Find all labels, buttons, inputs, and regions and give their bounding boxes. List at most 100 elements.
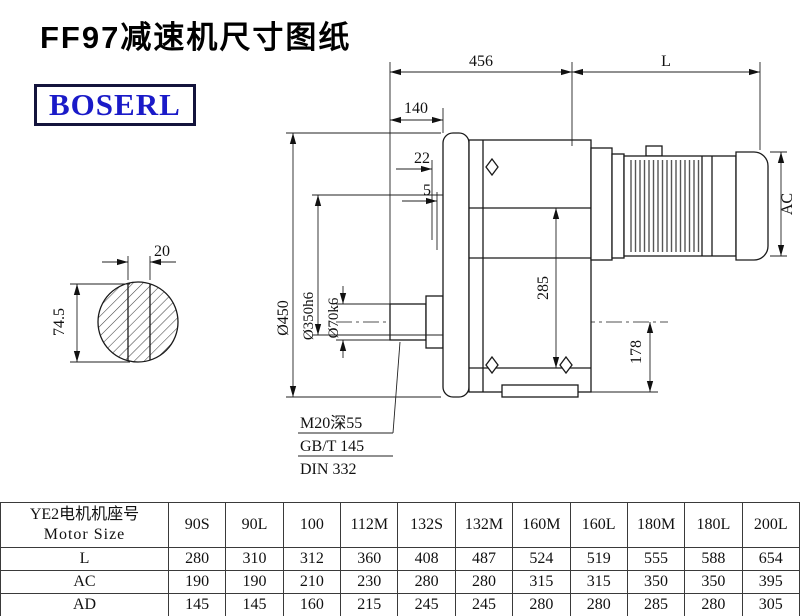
- value-cell: 588: [684, 547, 743, 571]
- dim-L-label: L: [661, 53, 671, 70]
- table-row-L: L 280 310 312 360 408 487 524 519 555 58…: [0, 547, 800, 571]
- value-cell: 280: [454, 570, 514, 594]
- dim-178-label: 178: [628, 340, 645, 364]
- dia-70-label: Ø70k6: [326, 297, 342, 338]
- column-header: 160L: [569, 502, 628, 548]
- dia-450-label: Ø450: [275, 300, 292, 336]
- technical-drawing: 456 L 140 22 5 AC 285 178 Ø450 Ø350h6 Ø7…: [51, 53, 796, 478]
- bolt-hole-icon: [485, 157, 499, 177]
- header-en: Motor Size: [43, 526, 126, 543]
- column-header: 90L: [225, 502, 284, 548]
- value-cell: 487: [454, 547, 514, 571]
- table-header-row: YE2电机机座号 Motor Size 90S 90L 100 112M 132…: [0, 502, 800, 548]
- value-cell: 210: [282, 570, 342, 594]
- dia-350-label: Ø350h6: [301, 291, 317, 340]
- value-cell: 280: [684, 593, 743, 616]
- value-cell: 408: [397, 547, 456, 571]
- value-cell: 280: [569, 593, 628, 616]
- dim-dia-450: [286, 132, 441, 398]
- value-cell: 315: [569, 570, 628, 594]
- value-cell: 350: [626, 570, 686, 594]
- housing-foot: [501, 384, 579, 398]
- shaft-section-circle: [97, 281, 179, 363]
- dimensions: [70, 62, 787, 457]
- dim-140-label: 140: [404, 100, 428, 117]
- column-header: 180M: [626, 502, 686, 548]
- dim-456: [389, 62, 573, 304]
- motor: [590, 145, 769, 261]
- output-shaft: [389, 303, 427, 341]
- thread-note-leader: [298, 341, 401, 457]
- boserl-logo: BOSERL: [34, 84, 196, 126]
- value-cell: 654: [741, 547, 800, 571]
- dim-AC: [770, 151, 787, 257]
- value-cell: 190: [167, 570, 227, 594]
- output-flange: [442, 132, 470, 398]
- motor-fins: [628, 160, 700, 252]
- row-label: L: [0, 547, 169, 571]
- key-height-label: 74.5: [51, 308, 68, 336]
- header-cn: YE2电机机座号: [29, 506, 140, 523]
- logo-text: BOSERL: [49, 87, 181, 122]
- bolt-hole-icon: [485, 355, 499, 375]
- dim-22-label: 22: [414, 150, 430, 167]
- page-title: FF97减速机尺寸图纸: [40, 20, 352, 55]
- bolt-hole-icon: [559, 355, 573, 375]
- column-header: 132M: [454, 502, 514, 548]
- gear-housing: [468, 139, 592, 393]
- dim-dia-350: [312, 194, 443, 336]
- value-cell: 280: [397, 570, 456, 594]
- lifting-eye: [645, 145, 663, 157]
- thread-note: M20深55: [300, 414, 362, 432]
- value-cell: 315: [512, 570, 571, 594]
- value-cell: 395: [741, 570, 800, 594]
- gb-standard-note: GB/T 145: [300, 438, 364, 455]
- key-width-label: 20: [154, 243, 170, 260]
- dim-key-20: [102, 256, 176, 280]
- table-row-AD: AD 145 145 160 215 245 245 280 280 285 2…: [0, 593, 800, 616]
- gearbox-side-view: [336, 132, 668, 398]
- value-cell: 145: [225, 593, 284, 616]
- value-cell: 160: [282, 593, 342, 616]
- value-cell: 310: [225, 547, 284, 571]
- value-cell: 190: [225, 570, 284, 594]
- value-cell: 145: [167, 593, 227, 616]
- dim-22: [396, 160, 433, 240]
- column-header: 160M: [512, 502, 571, 548]
- value-cell: 305: [741, 593, 800, 616]
- shaft-shoulder: [425, 295, 444, 349]
- column-header: 132S: [397, 502, 456, 548]
- dimension-labels: 456 L 140 22 5 AC 285 178 Ø450 Ø350h6 Ø7…: [51, 53, 796, 478]
- value-cell: 285: [626, 593, 686, 616]
- table-row-AC: AC 190 190 210 230 280 280 315 315 350 3…: [0, 570, 800, 594]
- value-cell: 230: [340, 570, 399, 594]
- shaft-end-view: [97, 281, 179, 363]
- column-header: 90S: [167, 502, 227, 548]
- value-cell: 524: [512, 547, 571, 571]
- motor-adapter: [590, 147, 613, 261]
- dim-140: [390, 108, 444, 133]
- motor-size-table: YE2电机机座号 Motor Size 90S 90L 100 112M 132…: [0, 502, 800, 616]
- row-label: AD: [0, 593, 169, 616]
- value-cell: 312: [282, 547, 342, 571]
- value-cell: 350: [684, 570, 743, 594]
- dim-key-74-5: [70, 283, 130, 363]
- row-label: AC: [0, 570, 169, 594]
- column-header: 180L: [684, 502, 743, 548]
- din-standard-note: DIN 332: [300, 461, 356, 478]
- value-cell: 519: [569, 547, 628, 571]
- dim-456-label: 456: [469, 53, 493, 70]
- value-cell: 280: [512, 593, 571, 616]
- column-header: 100: [282, 502, 342, 548]
- dim-5-label: 5: [423, 182, 431, 199]
- dim-178: [591, 322, 658, 393]
- value-cell: 215: [340, 593, 399, 616]
- value-cell: 555: [626, 547, 686, 571]
- dim-285-label: 285: [535, 276, 552, 300]
- fan-cover: [735, 151, 769, 261]
- value-cell: 360: [340, 547, 399, 571]
- dim-AC-label: AC: [779, 193, 796, 215]
- dim-5: [402, 192, 438, 250]
- dim-dia-70: [336, 286, 390, 358]
